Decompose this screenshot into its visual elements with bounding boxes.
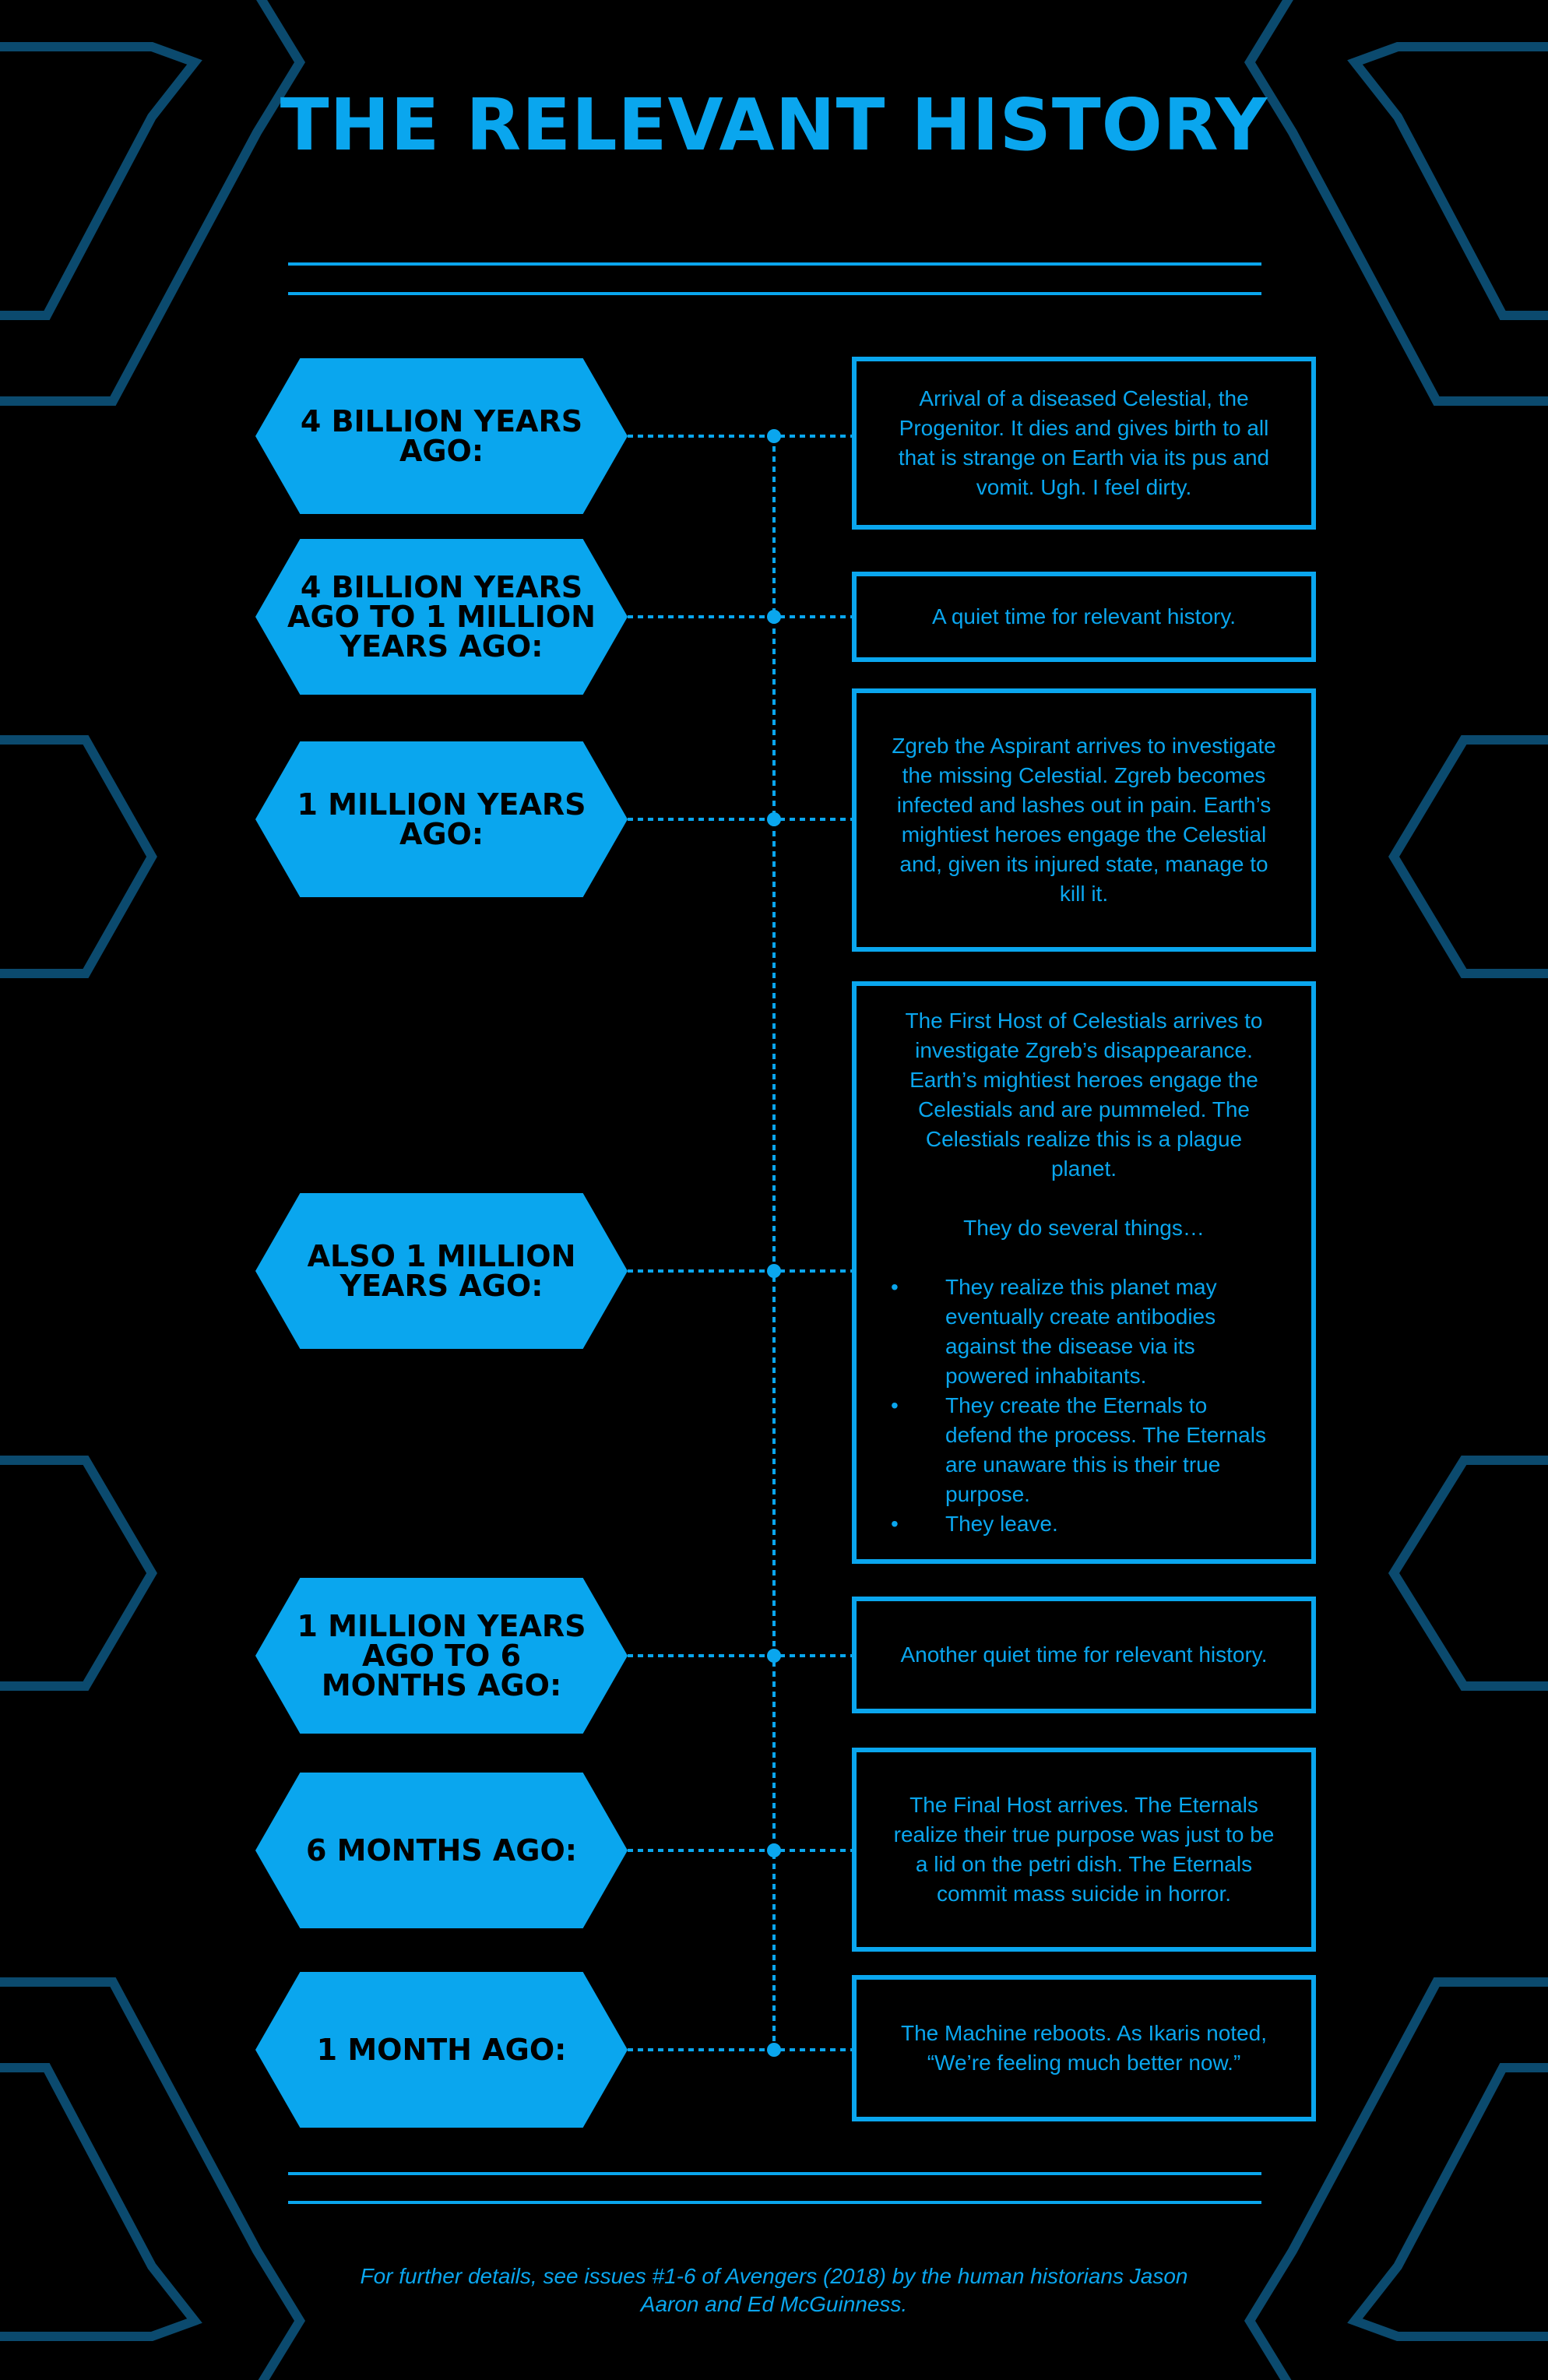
timeline-event-3: Zgreb the Aspirant arrives to investigat… — [852, 688, 1316, 952]
timeline-node — [767, 2043, 781, 2057]
page-title: THE RELEVANT HISTORY — [280, 83, 1268, 167]
timeline-date-5: 1 MILLION YEARS AGO TO 6 MONTHS AGO: — [255, 1578, 628, 1734]
timeline-date-3: 1 MILLION YEARS AGO: — [255, 741, 628, 897]
timeline-event-6: The Final Host arrives. The Eternals rea… — [852, 1748, 1316, 1952]
chevron-mid-left-2 — [0, 1456, 157, 1691]
timeline-event-7: The Machine reboots. As Ikaris noted, “W… — [852, 1975, 1316, 2121]
chevron-bottom-right-outer — [1244, 1977, 1548, 2380]
divider-top-2 — [288, 292, 1261, 295]
chevron-bottom-left-outer — [0, 1977, 306, 2380]
chevron-mid-right-1 — [1388, 735, 1548, 978]
chevron-top-left-inner — [0, 42, 202, 320]
chevron-mid-right-2 — [1388, 1456, 1548, 1691]
timeline-date-4: ALSO 1 MILLION YEARS AGO: — [255, 1193, 628, 1349]
chevron-top-right-outer — [1244, 0, 1548, 406]
divider-bottom-2 — [288, 2201, 1261, 2204]
timeline-event-5: Another quiet time for relevant history. — [852, 1597, 1316, 1713]
chevron-top-left-outer — [0, 0, 306, 406]
list-item: They realize this planet may eventually … — [891, 1273, 1277, 1391]
footer-credits: For further details, see issues #1-6 of … — [360, 2264, 1188, 2316]
divider-top-1 — [288, 262, 1261, 266]
timeline-date-2: 4 BILLION YEARS AGO TO 1 MILLION YEARS A… — [255, 539, 628, 695]
timeline-date-6: 6 MONTHS AGO: — [255, 1773, 628, 1928]
timeline-node — [767, 610, 781, 624]
timeline-event-4: The First Host of Celestials arrives to … — [852, 981, 1316, 1564]
chevron-mid-left-1 — [0, 735, 157, 978]
timeline-event-2: A quiet time for relevant history. — [852, 572, 1316, 662]
timeline-date-7: 1 MONTH AGO: — [255, 1972, 628, 2128]
list-item: They leave. — [891, 1509, 1277, 1539]
timeline-date-1: 4 BILLION YEARS AGO: — [255, 358, 628, 514]
bullet-list: They realize this planet may eventually … — [891, 1273, 1277, 1539]
timeline-node — [767, 812, 781, 826]
timeline-node — [767, 1649, 781, 1663]
timeline-node — [767, 1264, 781, 1278]
chevron-bottom-right-inner — [1347, 2063, 1548, 2341]
list-item: They create the Eternals to defend the p… — [891, 1391, 1277, 1509]
timeline-node — [767, 429, 781, 443]
chevron-bottom-left-inner — [0, 2063, 202, 2341]
timeline-event-1: Arrival of a diseased Celestial, the Pro… — [852, 357, 1316, 530]
chevron-top-right-inner — [1347, 42, 1548, 320]
divider-bottom-1 — [288, 2172, 1261, 2175]
timeline-node — [767, 1843, 781, 1857]
